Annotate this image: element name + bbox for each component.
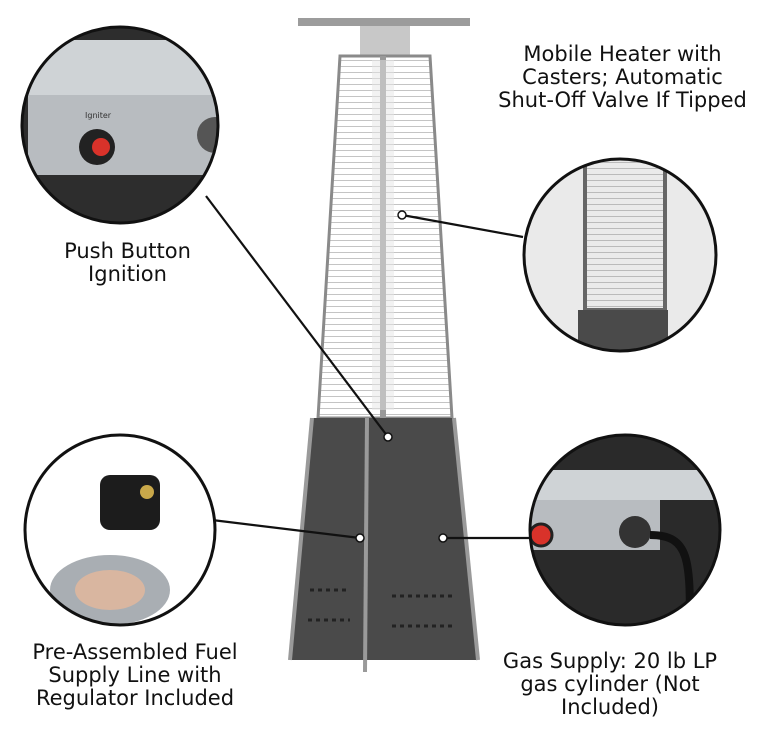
- gas-supply-inset: [530, 435, 720, 625]
- callout-fuel-supply-line: Pre-Assembled Fuel Supply Line with Regu…: [32, 640, 238, 710]
- callout-push-button-ignition: Push Button Ignition: [64, 239, 191, 286]
- callout-mobile-heater: Mobile Heater with Casters; Automatic Sh…: [498, 42, 747, 112]
- vent-slots: [308, 588, 456, 628]
- heater-top-cap: [298, 18, 470, 26]
- igniter-detail-inset: Igniter: [22, 27, 218, 223]
- leader-lines: [205, 195, 530, 540]
- igniter-label: Igniter: [85, 111, 112, 120]
- regulator-inset: [25, 435, 215, 625]
- heater-base-cabinet: [290, 418, 478, 660]
- patio-heater: [288, 18, 480, 673]
- callout-gas-supply: Gas Supply: 20 lb LP gas cylinder (Not I…: [502, 649, 718, 719]
- glass-tube-inset: [524, 159, 716, 351]
- heater-reflector: [360, 26, 410, 56]
